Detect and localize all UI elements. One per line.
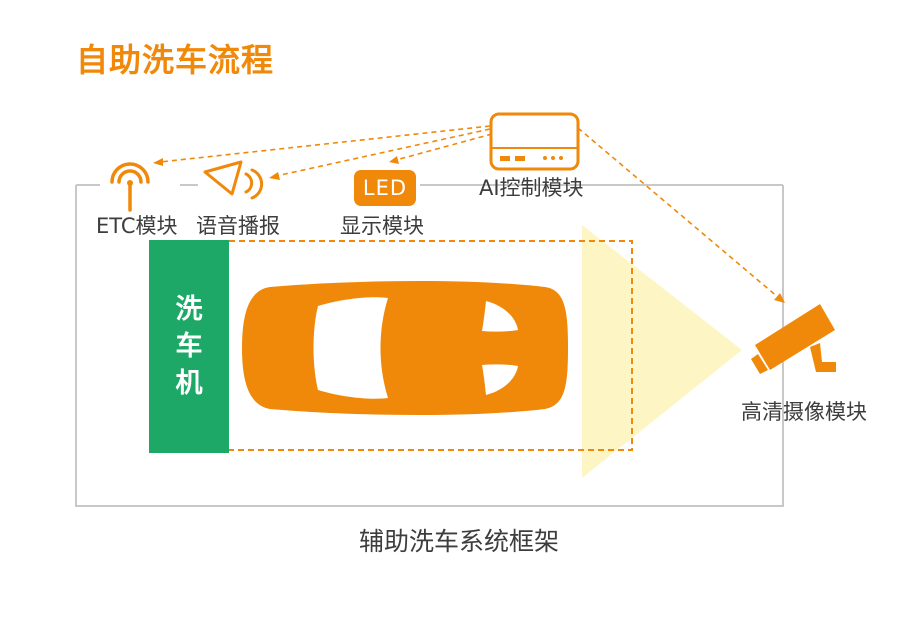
car-washer-machine: 洗 车 机	[149, 240, 229, 453]
washer-char: 洗	[176, 291, 203, 328]
car-icon	[242, 281, 568, 415]
arrow-head-led	[389, 156, 399, 164]
signal-line-voice	[276, 129, 490, 176]
camera-light-beam	[582, 225, 742, 478]
wifi-signal-icon	[112, 164, 148, 210]
camera-module-label: 高清摄像模块	[741, 399, 867, 425]
washer-char: 机	[176, 365, 203, 402]
speaker-icon	[205, 162, 262, 198]
frame-caption: 辅助洗车系统框架	[0, 526, 918, 558]
arrow-head-etc	[153, 158, 163, 166]
router-icon	[491, 114, 578, 169]
etc-module-label: ETC模块	[96, 213, 178, 239]
arrow-head-voice	[269, 172, 280, 180]
signal-line-etc	[160, 126, 490, 162]
camera-icon	[751, 304, 836, 374]
display-module-label: 显示模块	[340, 213, 424, 239]
voice-broadcast-label: 语音播报	[196, 213, 280, 239]
ai-control-module-label: AI控制模块	[479, 175, 584, 201]
led-display-icon: LED	[354, 170, 416, 206]
washer-char: 车	[176, 328, 203, 365]
